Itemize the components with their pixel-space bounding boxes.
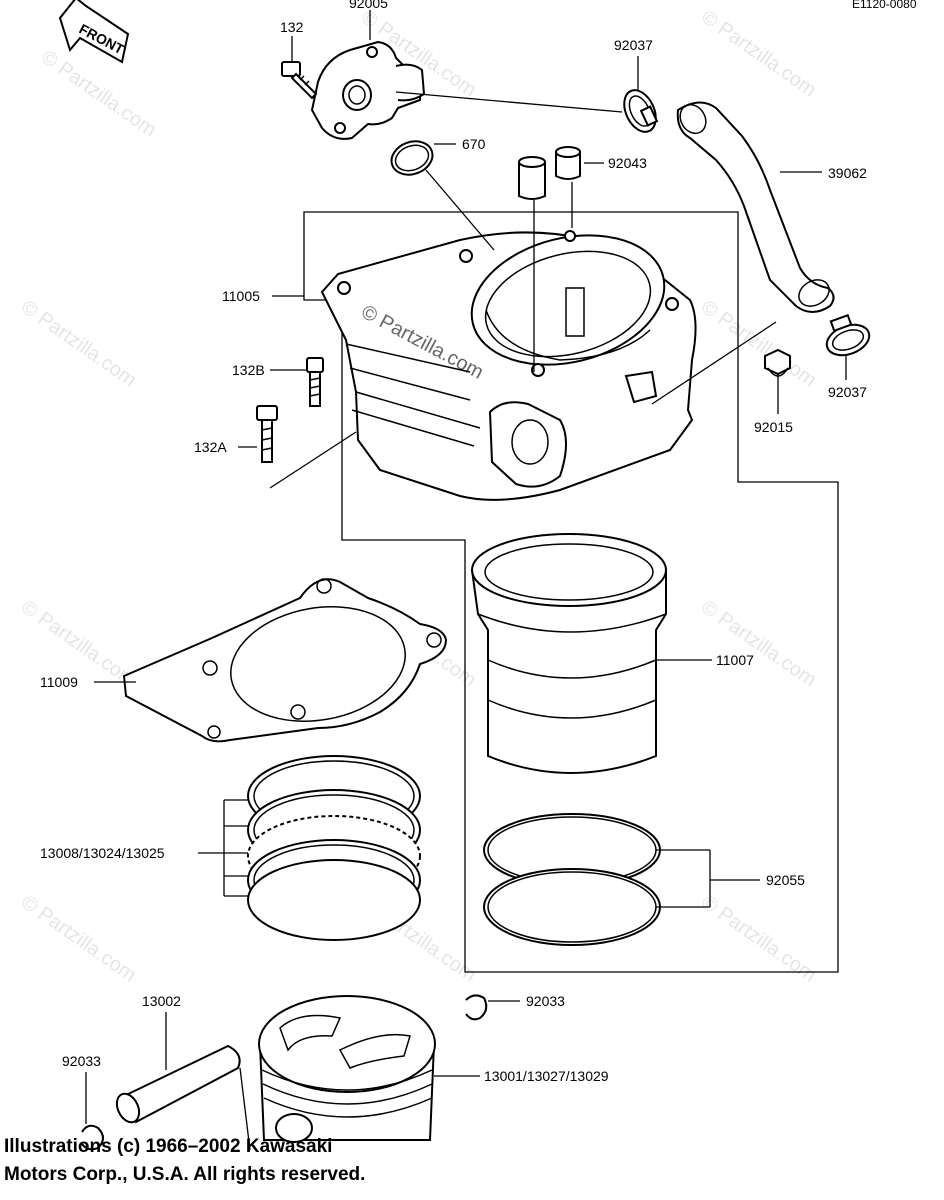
leader-lines [85, 10, 847, 1151]
watermark: © Partzilla.com [17, 296, 140, 391]
label-92043: 92043 [608, 155, 647, 171]
label-92033-left: 92033 [62, 1053, 101, 1069]
part-labels: 92005 132 92037 670 92043 39062 11005 13… [40, 0, 867, 1084]
label-132: 132 [280, 19, 304, 35]
watermark: © Partzilla.com [17, 596, 140, 691]
thermostat-housing-92005 [310, 40, 426, 140]
label-132b: 132B [232, 362, 265, 378]
piston-13001 [258, 995, 436, 1143]
cylinder-11005: © Partzilla.com [320, 230, 697, 501]
copyright-line-2: Motors Corp., U.S.A. All rights reserved… [4, 1164, 366, 1185]
label-92015: 92015 [754, 419, 793, 435]
label-13008-13024-13025: 13008/13024/13025 [40, 845, 165, 861]
gasket-11009 [122, 578, 448, 743]
watermark: © Partzilla.com [17, 891, 140, 986]
watermark: © Partzilla.com [37, 46, 160, 141]
label-11009: 11009 [40, 674, 78, 690]
copyright-notice: Illustrations (c) 1966–2002 Kawasaki Mot… [4, 1133, 365, 1189]
label-92037-right: 92037 [828, 384, 867, 400]
diagram-code: E1120-0080 [852, 0, 917, 11]
piston-pin-13002 [115, 1044, 241, 1124]
label-670: 670 [462, 136, 486, 152]
cap-nut-92015 [764, 348, 791, 377]
bolt-132a [256, 405, 278, 463]
bolt-132b [306, 357, 324, 407]
label-92033-right: 92033 [526, 993, 565, 1009]
bolt-132 [281, 61, 318, 100]
label-39062: 39062 [828, 165, 867, 181]
label-13001-13027-13029: 13001/13027/13029 [484, 1068, 609, 1084]
dowel-pins-92043 [518, 146, 581, 200]
circlip-92033-right [465, 994, 488, 1021]
circlip-92033-left [81, 1124, 104, 1151]
watermark: © Partzilla.com [697, 6, 820, 101]
label-92037-top: 92037 [614, 37, 653, 53]
label-11005: 11005 [222, 288, 260, 304]
copyright-line-1: Illustrations (c) 1966–2002 Kawasaki [4, 1136, 333, 1157]
label-132a: 132A [194, 439, 227, 455]
hose-clamp-92037-top [623, 89, 659, 133]
cylinder-sleeve-11007 [470, 533, 667, 774]
piston-rings-13008 [247, 755, 421, 941]
label-13002: 13002 [142, 993, 181, 1009]
hose-clamp-92037-right [825, 313, 871, 357]
label-92055: 92055 [766, 872, 805, 888]
watermark: © Partzilla.com [697, 596, 820, 691]
label-92005: 92005 [349, 0, 388, 11]
front-arrow-icon: FRONT [58, 0, 130, 64]
o-rings-92055 [483, 813, 661, 946]
hose-39062 [676, 101, 835, 313]
label-11007: 11007 [716, 652, 754, 668]
